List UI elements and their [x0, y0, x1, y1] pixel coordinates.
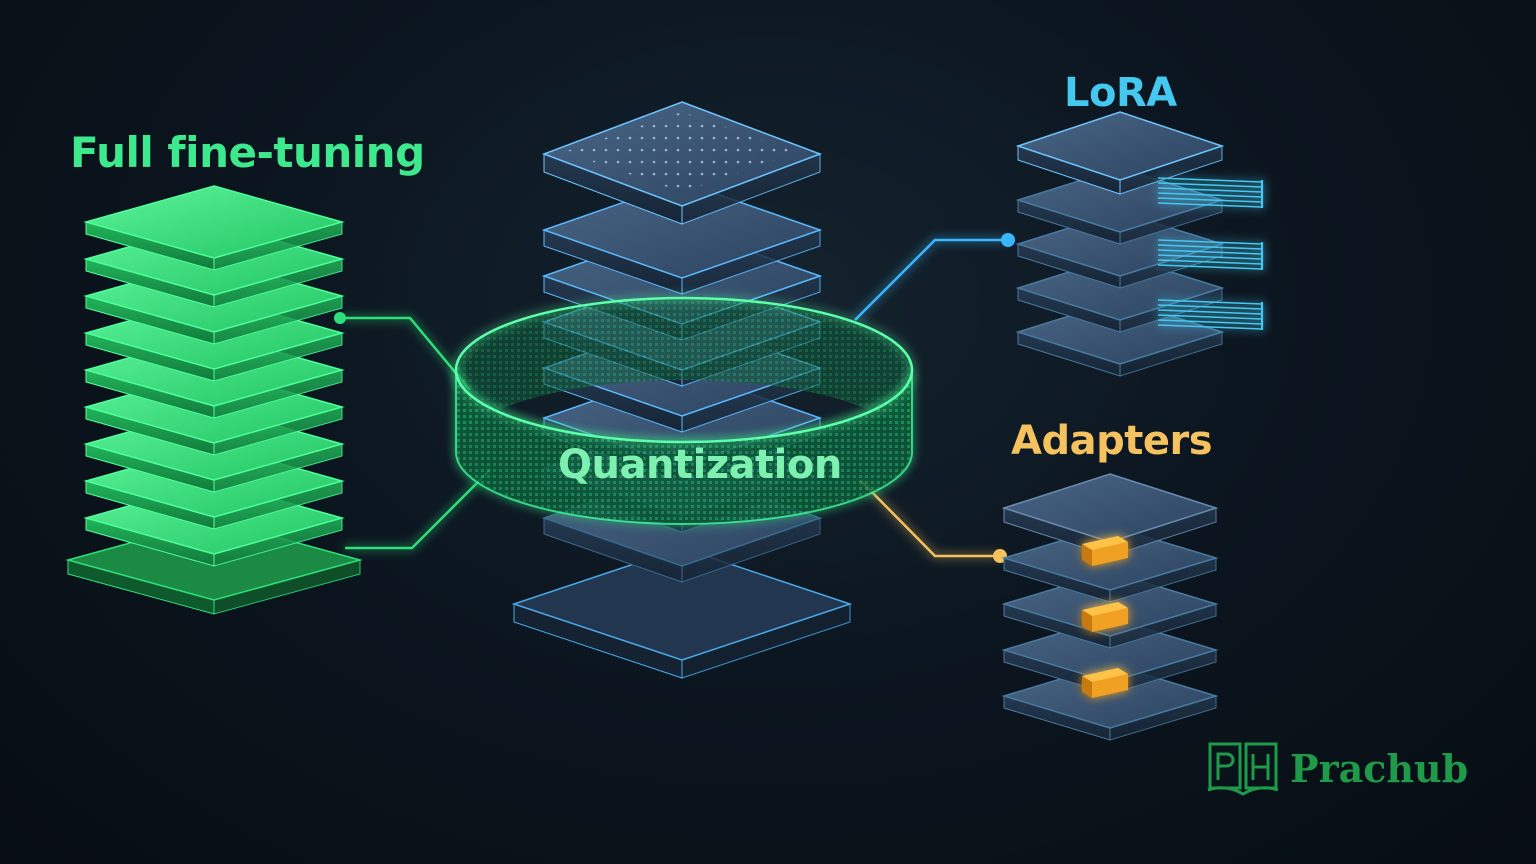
lora-ribbon	[1157, 239, 1264, 270]
lora-stack	[1015, 111, 1264, 377]
label-full-fine-tuning: Full fine-tuning	[70, 128, 425, 177]
quant-stack-layer	[541, 181, 823, 295]
full-stack-layer	[83, 185, 345, 271]
logo-text: Prachub	[1290, 746, 1469, 791]
book-ph-logo-icon	[1207, 742, 1279, 796]
adapters-stack-layer	[1001, 663, 1219, 741]
adapter-block	[1082, 536, 1128, 566]
label-adapters: Adapters	[1011, 418, 1213, 464]
label-lora: LoRA	[1064, 70, 1177, 116]
quant-top-dots	[564, 112, 800, 192]
ring-back-band	[456, 298, 912, 452]
prachub-logo: Prachub	[1206, 740, 1496, 802]
connector-blue	[854, 238, 1008, 321]
lora-stack-top	[1015, 111, 1225, 195]
ring-top-edge	[454, 296, 914, 444]
adapter-block	[1082, 668, 1128, 698]
adapter-block	[1082, 602, 1128, 632]
quant-stack-base	[511, 547, 853, 679]
quant-stack-top	[541, 101, 823, 225]
adapters-stack	[1001, 473, 1219, 741]
connectors	[334, 233, 1015, 563]
connector-green-bottom	[345, 469, 491, 550]
connector-green-top	[340, 316, 471, 391]
lora-ribbon	[1157, 177, 1264, 208]
connector-blue-dot	[1001, 233, 1015, 247]
connector-yellow	[859, 479, 1000, 558]
label-quantization: Quantization	[558, 442, 842, 488]
lora-ribbon	[1157, 299, 1264, 330]
quantization-ring	[454, 296, 914, 525]
full-finetuning-stack	[65, 185, 363, 615]
connector-green-dot	[334, 312, 346, 324]
